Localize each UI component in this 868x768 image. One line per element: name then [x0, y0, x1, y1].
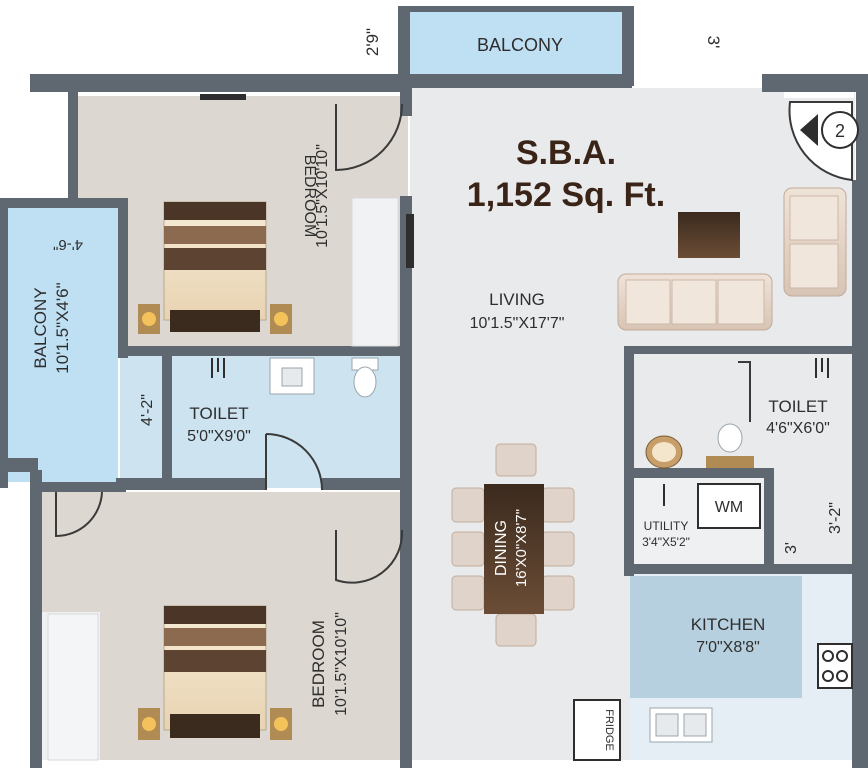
- bedroom-2-size: 10'1.5"X10'10": [333, 612, 350, 716]
- living-size: 10'1.5"X17'7": [470, 315, 565, 332]
- dimension-utility-vertical: 3'-2": [827, 502, 844, 534]
- sba-label: S.B.A.: [516, 134, 616, 172]
- balcony-left-dimension: 4'-6": [53, 236, 83, 253]
- dimension-top-left: 2'9": [363, 28, 382, 56]
- balcony-left-floor: [6, 204, 118, 482]
- compass-icon: 2: [800, 111, 859, 149]
- living-label: LIVING: [489, 290, 545, 309]
- toilet-icon: [351, 357, 379, 398]
- dining-size: 16'X0"X8'7": [513, 509, 530, 587]
- toilet-1-size: 5'0"X9'0": [187, 428, 251, 445]
- utility-size: 3'4"X5'2": [642, 535, 690, 549]
- bedroom-1-label: BEDROOM: [301, 155, 318, 238]
- kitchen-counter: [630, 576, 802, 698]
- bedroom-1-size: 10'1.5"X10'10": [314, 144, 331, 248]
- dimension-top-right: 3': [704, 36, 723, 49]
- washing-machine-icon: [697, 483, 761, 529]
- area-label: 1,152 Sq. Ft.: [467, 176, 665, 214]
- stove-icon: [817, 643, 853, 689]
- sink-icon: [649, 707, 713, 743]
- balcony-left-size: 10'1.5"X4'6": [53, 282, 72, 373]
- balcony-top-floor: [404, 10, 626, 76]
- sofa-icon: [617, 273, 773, 331]
- toilet-2-label: TOILET: [768, 397, 827, 416]
- washbasin-icon: [645, 435, 683, 469]
- dining-table-icon: [451, 443, 575, 647]
- dining-label: DINING: [493, 520, 510, 576]
- bed-icon: [138, 201, 292, 334]
- bed-icon: [138, 605, 292, 740]
- kitchen-size: 7'0"X8'8": [696, 639, 760, 656]
- fridge-label: FRIDGE: [603, 709, 615, 751]
- balcony-top-label: BALCONY: [477, 35, 563, 55]
- armchair-icon: [783, 187, 847, 297]
- wardrobe-icon: [351, 197, 399, 347]
- utility-label: UTILITY: [644, 519, 689, 533]
- compass-number: 2: [835, 121, 845, 141]
- wardrobe-icon: [47, 613, 99, 761]
- toilet-1-label: TOILET: [189, 404, 248, 423]
- washing-machine-label: WM: [715, 499, 743, 516]
- balcony-left-label: BALCONY: [31, 287, 50, 368]
- toilet-icon: [706, 423, 754, 468]
- toilet-1-dimension: 4'-2": [139, 394, 156, 426]
- kitchen-label: KITCHEN: [691, 615, 766, 634]
- shower-icon: [211, 358, 829, 506]
- walls: [0, 6, 868, 768]
- coffee-table-icon: [678, 212, 740, 258]
- bedroom-2-label: BEDROOM: [309, 620, 328, 708]
- fridge-icon: [573, 699, 621, 761]
- toilet-2-size: 4'6"X6'0": [766, 420, 830, 437]
- dimension-utility-horizontal: 3': [783, 542, 800, 554]
- washbasin-icon: [269, 357, 315, 395]
